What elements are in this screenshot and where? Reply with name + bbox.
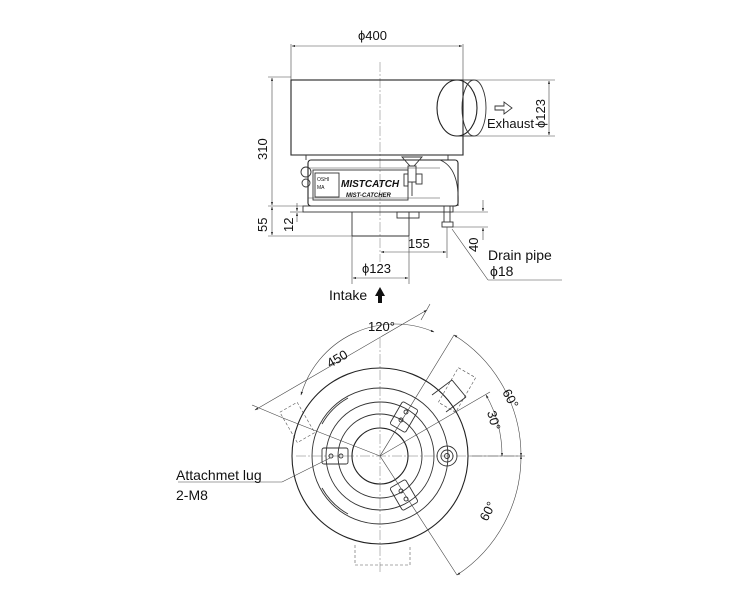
hidden-intake-outline <box>354 545 411 566</box>
angle-60-bottom-label: 60° <box>476 499 498 523</box>
dim-intake-dia: ϕ123 <box>351 236 410 284</box>
height-310-label: 310 <box>255 138 270 160</box>
top-view: 120° 450 60° 30° 60° Attachmet lug 2-M8 <box>176 303 525 576</box>
brand-main-text: MISTCATCH <box>341 179 400 190</box>
dim-base-55: 55 <box>255 206 352 237</box>
intake-circle <box>351 427 409 485</box>
intake-dia-label: ϕ123 <box>362 261 391 276</box>
arc-60-top <box>453 334 523 457</box>
nameplate: OSHI MA MISTCATCH MIST-CATCHER <box>312 169 409 201</box>
side-view: OSHI MA MISTCATCH MIST-CATCHER <box>255 28 562 303</box>
base-frame <box>302 205 454 228</box>
housing-drum <box>290 79 464 156</box>
brand-sub-text: MIST-CATCHER <box>346 193 392 199</box>
dim-drain-40: 40 <box>453 200 488 252</box>
arc-30 <box>485 394 504 457</box>
exhaust-outlet-top <box>431 379 467 413</box>
offset-155-label: 155 <box>408 236 430 251</box>
drain-pipe-label: Drain pipe <box>488 247 552 263</box>
dim-450: 450 <box>251 303 431 419</box>
exhaust-dia-label: ϕ123 <box>533 99 548 128</box>
intake-arrow-icon <box>375 287 385 303</box>
arc-120 <box>300 323 435 396</box>
lug-callout: Attachmet lug 2-M8 <box>176 457 331 503</box>
exhaust-indicator: Exhaust <box>487 101 534 131</box>
angle-30-label: 30° <box>484 409 504 432</box>
motor-circle-inner <box>337 413 423 499</box>
lug-lower-right <box>389 479 419 511</box>
width-400-label: ϕ400 <box>358 28 387 43</box>
arc-60-bottom <box>456 455 523 576</box>
lug-arc-bottom <box>321 487 349 515</box>
intake-duct <box>351 212 410 237</box>
angle-60-top-label: 60° <box>499 386 521 410</box>
dim-width-400: ϕ400 <box>290 28 464 80</box>
dim-height-310: 310 <box>255 76 305 207</box>
svg-text:OSHI: OSHI <box>317 177 329 183</box>
radial-line-left <box>282 417 381 457</box>
lug-arc-top <box>321 397 349 425</box>
motor-body <box>300 159 459 207</box>
radial-line-30 <box>379 391 491 457</box>
dim-exhaust-dia: ϕ123 <box>474 79 555 137</box>
dim-flange-12: 12 <box>281 203 303 232</box>
intake-label: Intake <box>329 287 367 303</box>
svg-text:MA: MA <box>317 185 325 191</box>
intake-indicator: Intake <box>329 287 385 303</box>
lug-label-line1: Attachmet lug <box>176 467 262 483</box>
hidden-foot-right <box>437 367 477 413</box>
dim-offset-155: 155 <box>380 227 448 258</box>
lug-label-line2: 2-M8 <box>176 487 208 503</box>
exhaust-outlet <box>436 79 487 137</box>
drain-pipe-callout: Drain pipe ϕ18 <box>451 228 562 281</box>
drain-dia-label: ϕ18 <box>490 263 514 279</box>
radial-line-bottom <box>379 455 458 576</box>
hidden-foot-left <box>279 401 316 443</box>
radial-line-top <box>379 334 455 457</box>
base-55-label: 55 <box>255 218 270 232</box>
angle-120-label: 120° <box>368 319 395 334</box>
flange-12-label: 12 <box>281 218 296 232</box>
lug-left <box>321 447 349 465</box>
exhaust-label: Exhaust <box>487 116 534 131</box>
drain-40-label: 40 <box>466 238 481 252</box>
drain-valve <box>400 156 424 196</box>
